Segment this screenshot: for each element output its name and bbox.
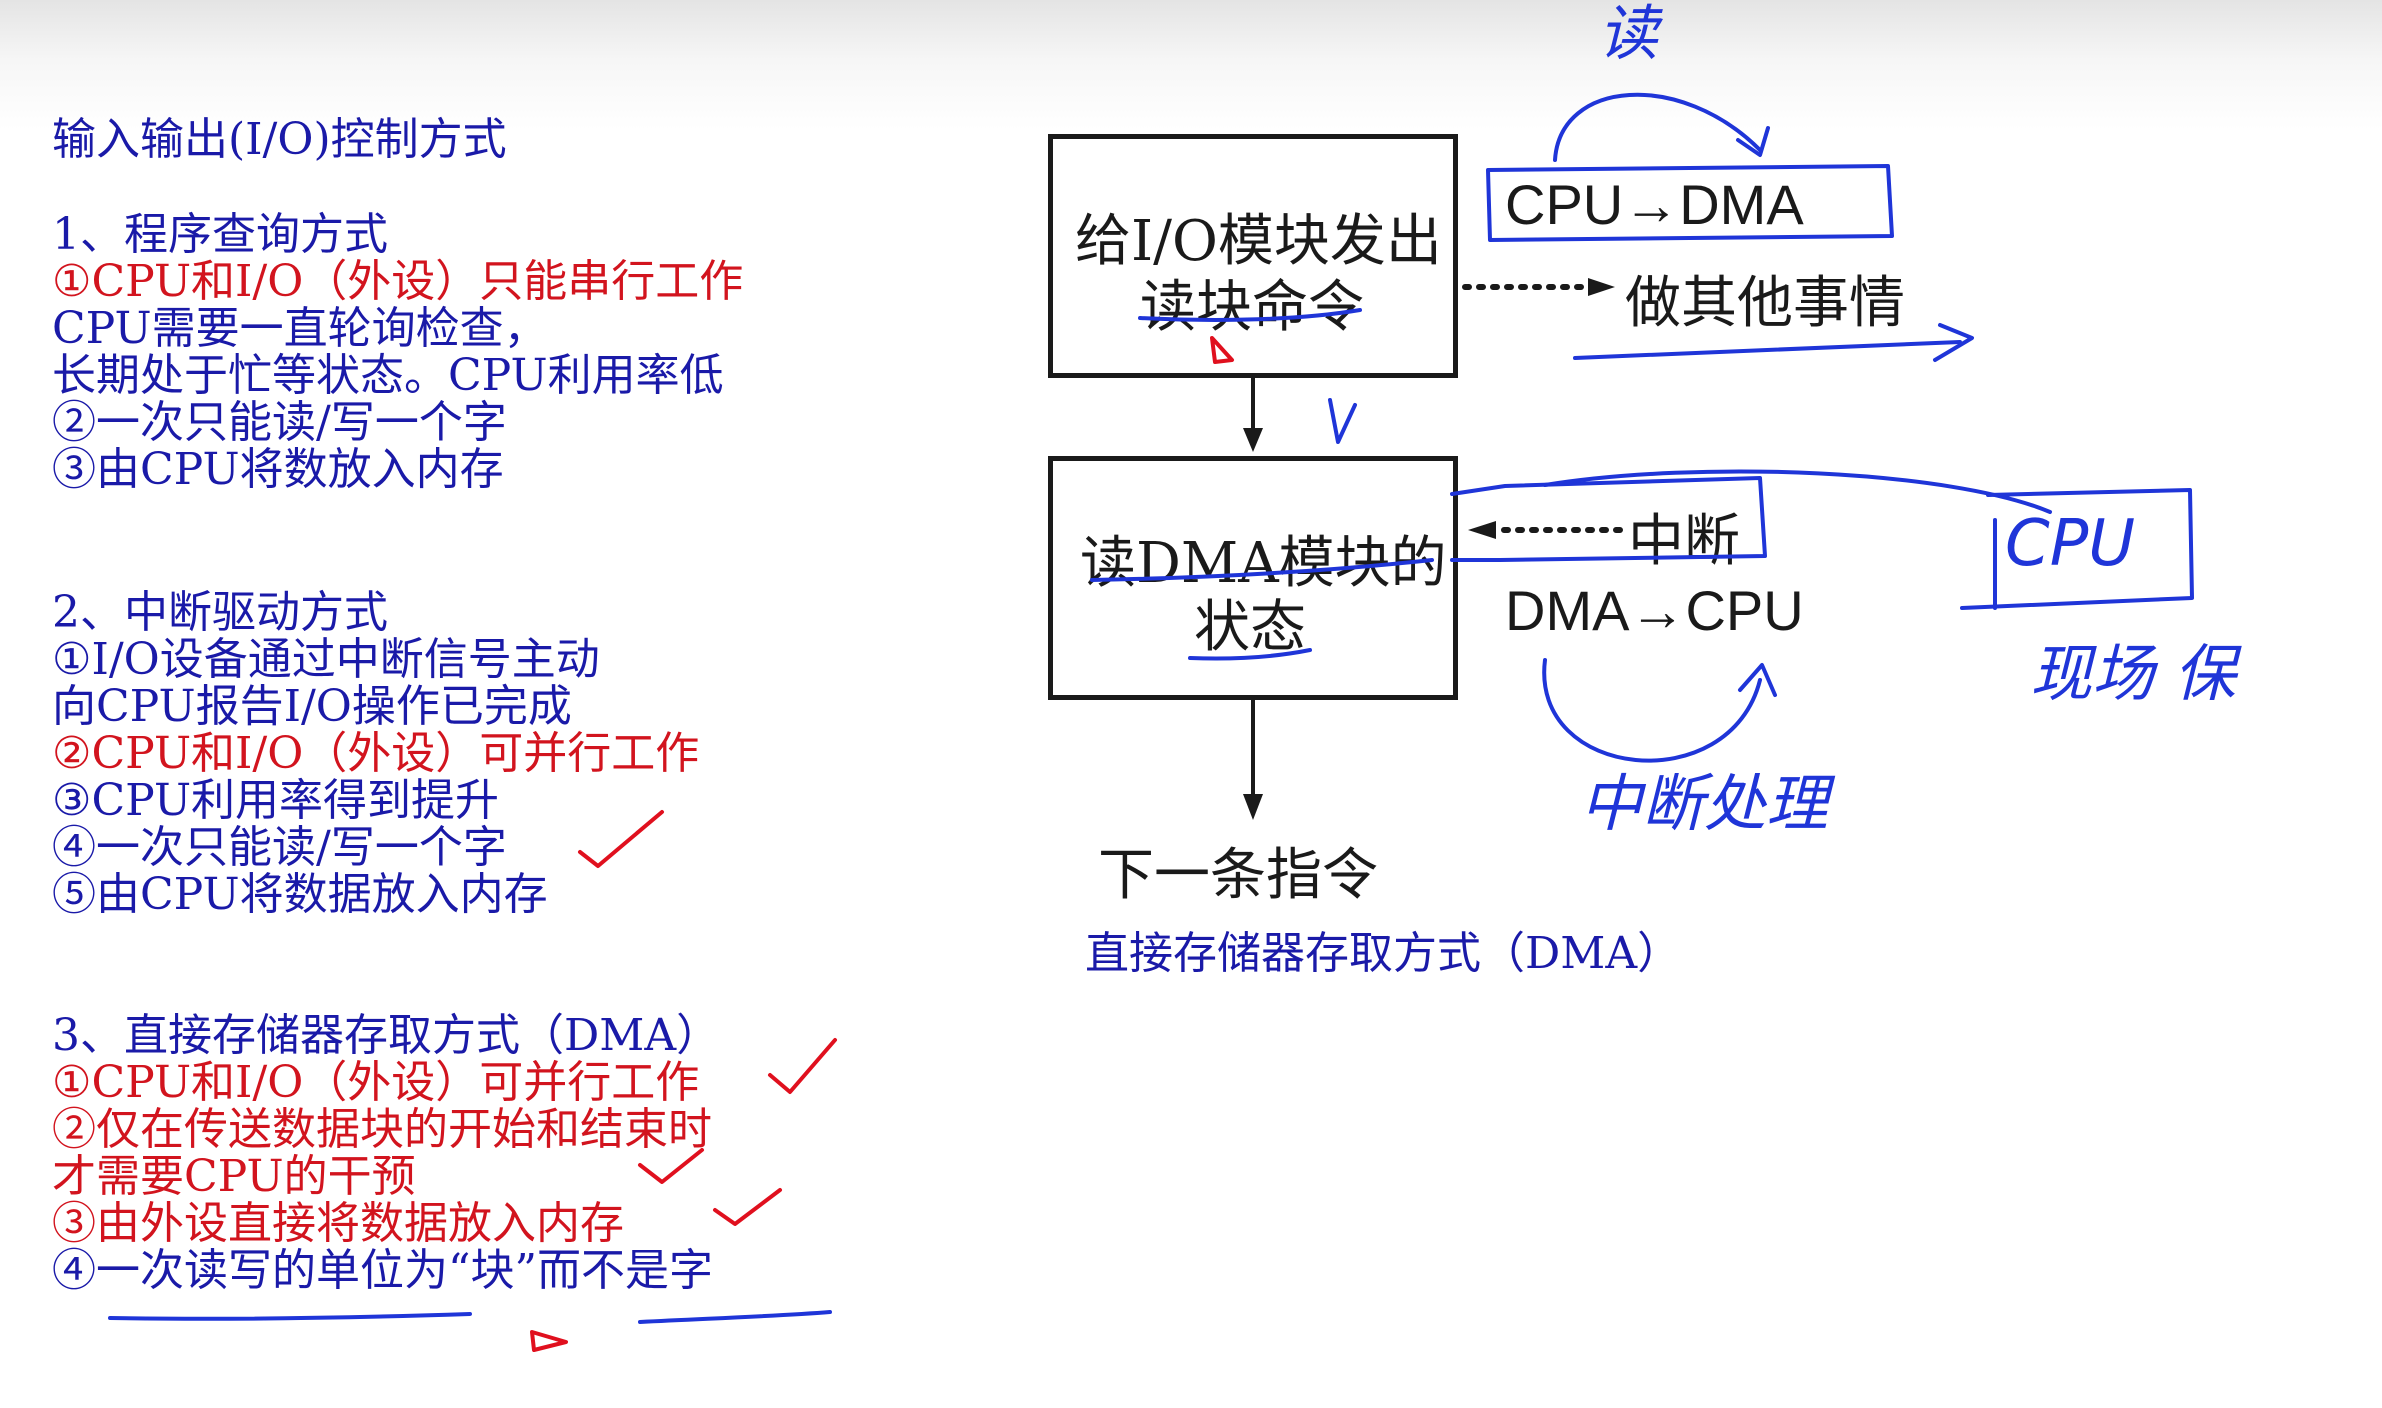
section3-line-1: ①CPU和I/O（外设）可并行工作: [52, 1057, 700, 1108]
section3-line-2: ②仅在传送数据块的开始和结束时: [52, 1104, 712, 1155]
ink-note-read: 读: [1598, 0, 1658, 69]
label-next-instruction: 下一条指令: [1098, 843, 1378, 908]
ink-line-to-cpu: [1543, 469, 2052, 514]
ink-note-save: 现场 保: [2030, 637, 2236, 710]
section3-heading: 3、直接存储器存取方式（DMA）: [52, 1010, 721, 1061]
section1-line-2: CPU需要一直轮询检查，: [52, 303, 548, 354]
section2-line-1: ①I/O设备通过中断信号主动: [52, 634, 600, 685]
ink-arc-handler: [1542, 658, 1762, 763]
ink-box-interrupt: [1450, 476, 1767, 562]
ink-check-1: [578, 810, 664, 868]
box-send-read-command: [1048, 134, 1458, 378]
section2-line-5: ④一次只能读/写一个字: [52, 822, 507, 873]
box2-text-line2: 状态: [1194, 595, 1306, 660]
section2-heading: 2、中断驱动方式: [52, 587, 388, 638]
ink-arc-read-arrowhead: [1736, 126, 1770, 157]
ink-underline-read-dma: [1090, 558, 1434, 582]
ink-underline-arrowhead: [1933, 323, 1974, 362]
ink-arc-read: [1553, 92, 1762, 162]
section3-line-5: ④一次读写的单位为“块”而不是字: [52, 1245, 713, 1296]
ink-box-cpu-dma: [1486, 164, 1894, 242]
section2-line-3: ②CPU和I/O（外设）可并行工作: [52, 728, 700, 779]
section3-line-3: 才需要CPU的干预: [52, 1151, 416, 1202]
ink-check-2: [768, 1038, 837, 1094]
section3-line-4: ③由外设直接将数据放入内存: [52, 1198, 624, 1249]
section1-heading: 1、程序查询方式: [52, 209, 388, 260]
ink-note-cpu: CPU: [2005, 507, 2136, 581]
box1-text-line2: 读块命令: [1140, 275, 1364, 340]
ink-arc-handler-arrowhead: [1738, 663, 1777, 697]
ink-underline-status: [1188, 648, 1312, 661]
ink-red-triangle-bottom: [530, 1330, 568, 1352]
ink-red-triangle-top: [1210, 336, 1234, 364]
box-read-dma-status: [1048, 456, 1458, 700]
ink-note-interrupt-handler: 中断处理: [1580, 767, 1829, 840]
ink-underline-other-work: [1573, 340, 1962, 360]
section1-line-5: ③由CPU将数放入内存: [52, 444, 504, 495]
label-dma-to-cpu: DMA→CPU: [1505, 579, 1804, 642]
ink-underline-block: [108, 1312, 472, 1321]
label-cpu-to-dma: CPU→DMA: [1505, 173, 1804, 236]
box1-text-line1: 给I/O模块发出: [1075, 209, 1442, 274]
ink-check-4: [713, 1188, 782, 1226]
diagram-caption: 直接存储器存取方式（DMA）: [1085, 928, 1682, 979]
section2-line-6: ⑤由CPU将数据放入内存: [52, 869, 548, 920]
label-interrupt: 中断: [1628, 509, 1740, 574]
ink-down-arrow: [1328, 398, 1357, 444]
ink-underline-read-cmd: [1138, 308, 1362, 322]
ink-check-3: [638, 1148, 704, 1184]
ink-underline-not-word: [638, 1310, 832, 1324]
section1-line-1: ①CPU和I/O（外设）只能串行工作: [52, 256, 744, 307]
section1-line-3: 长期处于忙等状态。CPU利用率低: [52, 350, 724, 401]
page-title: 输入输出(I/O)控制方式: [52, 114, 507, 165]
section2-line-4: ③CPU利用率得到提升: [52, 775, 500, 826]
label-other-work: 做其他事情: [1625, 271, 1905, 336]
section1-line-4: ②一次只能读/写一个字: [52, 397, 507, 448]
section2-line-2: 向CPU报告I/O操作已完成: [52, 681, 572, 732]
ink-box-cpu: [1960, 488, 2194, 610]
